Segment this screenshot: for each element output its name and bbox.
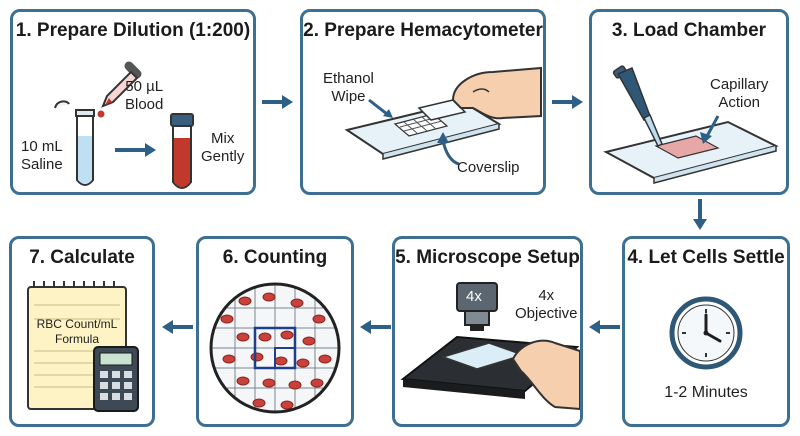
calculator-icon (93, 346, 139, 412)
step-5-panel: 5. Microscope Setup 4x 4x Objective (392, 236, 583, 427)
blood-volume-label: 50 µL Blood (125, 78, 164, 113)
flow-arrow-6-7 (162, 320, 193, 334)
objective-label: 4x Objective (515, 287, 578, 322)
flow-arrow-4-5 (589, 320, 620, 334)
mix-label: Mix Gently (201, 130, 245, 165)
saline-tube-icon (54, 100, 95, 186)
step-2-panel: 2. Prepare Hemacytometer Ethanol Wipe Co… (300, 9, 546, 195)
microscope-field-icon (209, 282, 341, 414)
step-1-panel: 1. Prepare Dilution (1:200) 50 µL Blood … (10, 9, 256, 195)
microscope-objective-icon (456, 282, 498, 331)
step-6-panel: 6. Counting (196, 236, 354, 427)
blood-tube-icon (170, 113, 194, 189)
slide-icon (603, 120, 779, 184)
objective-lens-mark: 4x (466, 288, 482, 305)
capillary-action-label: Capillary Action (710, 76, 769, 111)
settle-time-label: 1-2 Minutes (664, 384, 748, 401)
step-5-title: 5. Microscope Setup (395, 247, 580, 268)
flow-arrow-3-4 (693, 199, 707, 230)
mix-arrow-icon (115, 143, 156, 157)
wipe-pointer-icon (368, 98, 393, 118)
step-3-panel: 3. Load Chamber Capillary Action (589, 9, 789, 195)
coverslip-label: Coverslip (457, 159, 520, 176)
hand-icon (511, 339, 580, 411)
flow-arrow-2-3 (552, 95, 583, 109)
coverslip-pointer-icon (437, 132, 460, 166)
pipette-icon (612, 65, 663, 148)
step-4-panel: 4. Let Cells Settle 1-2 Minutes (622, 236, 790, 427)
formula-label: RBC Count/mL Formula (36, 317, 118, 346)
flow-arrow-1-2 (262, 95, 293, 109)
step-7-panel: 7. Calculate RBC Count/mL Formula (9, 236, 155, 427)
capillary-pointer-icon (700, 115, 720, 144)
saline-volume-label: 10 mL Saline (21, 138, 63, 173)
clock-icon (669, 296, 743, 370)
step-4-title: 4. Let Cells Settle (627, 247, 785, 268)
step-1-title: 1. Prepare Dilution (1:200) (15, 20, 251, 41)
flow-arrow-5-6 (360, 320, 391, 334)
step-2-title: 2. Prepare Hemacytometer (303, 20, 543, 41)
step-3-title: 3. Load Chamber (611, 20, 767, 41)
hand-icon (451, 66, 542, 120)
dropper-icon (97, 61, 142, 118)
ethanol-wipe-label: Ethanol Wipe (323, 70, 374, 105)
step-7-title: 7. Calculate (29, 247, 135, 268)
step-6-title: 6. Counting (222, 247, 328, 268)
